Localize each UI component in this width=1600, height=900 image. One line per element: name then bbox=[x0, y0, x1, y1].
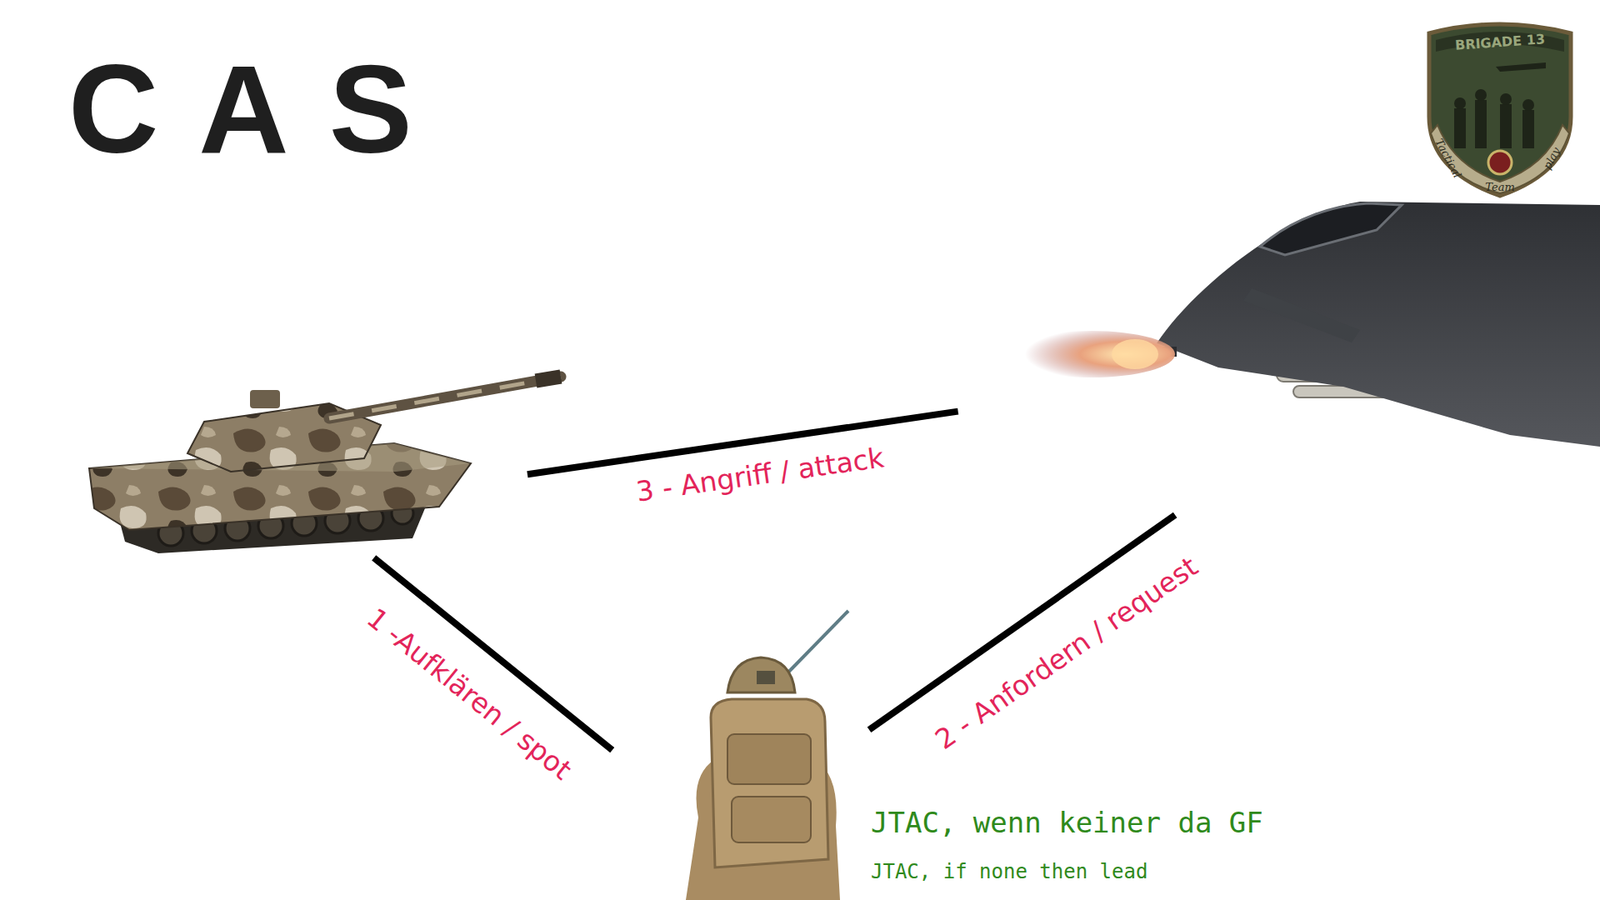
logo-text: BRIGADE 13 bbox=[1454, 31, 1545, 53]
illustration-part bbox=[1111, 339, 1159, 370]
illustration-part bbox=[1260, 203, 1402, 255]
illustration-part bbox=[1495, 62, 1546, 72]
jtac-node: JTAC, wenn keiner da GFJTAC, if none the… bbox=[681, 609, 847, 900]
illustration-part bbox=[1475, 89, 1487, 101]
node-subheading: JTAC, if none then lead bbox=[870, 859, 1148, 885]
edge-label: 2 - Anfordern / request bbox=[925, 547, 1209, 760]
illustration-part bbox=[731, 796, 811, 843]
illustration-part bbox=[535, 376, 561, 381]
illustration-part bbox=[1500, 104, 1512, 149]
illustration-part bbox=[1454, 108, 1466, 149]
illustration-part bbox=[1243, 288, 1360, 343]
illustration-part bbox=[1522, 99, 1535, 111]
tank-illustration bbox=[79, 366, 521, 555]
edge-label: 3 - Angriff / attack bbox=[629, 440, 891, 510]
illustration-part bbox=[1522, 110, 1535, 149]
soldier-illustration bbox=[681, 609, 847, 900]
illustration-part bbox=[1430, 125, 1570, 194]
illustration-part bbox=[727, 734, 811, 785]
jet-node bbox=[1010, 196, 1600, 480]
illustration-part bbox=[1454, 62, 1546, 149]
node-heading: JTAC, wenn keiner da GF bbox=[870, 805, 1264, 840]
illustration-part bbox=[1500, 93, 1512, 105]
illustration-part bbox=[250, 390, 280, 409]
logo-text: Team bbox=[1485, 180, 1515, 194]
illustration-part bbox=[727, 657, 795, 693]
illustration-part bbox=[710, 699, 829, 868]
illustration-part bbox=[1008, 330, 1175, 378]
illustration-part bbox=[1454, 97, 1466, 110]
illustration-part bbox=[329, 376, 561, 419]
illustration-part bbox=[1429, 24, 1571, 196]
illustration-part bbox=[1475, 100, 1487, 149]
illustration-part bbox=[756, 670, 775, 685]
illustration-part bbox=[1156, 201, 1600, 447]
diagram-title: CAS bbox=[68, 46, 453, 172]
edge-label: 1 -Aufklären / spot bbox=[356, 598, 583, 790]
tank-node bbox=[79, 366, 521, 555]
jet-illustration bbox=[1010, 196, 1600, 480]
logo-text: Tactical bbox=[1432, 136, 1464, 180]
illustration-part bbox=[1488, 150, 1512, 175]
illustration-part bbox=[329, 376, 561, 419]
logo-text: play bbox=[1540, 145, 1563, 171]
